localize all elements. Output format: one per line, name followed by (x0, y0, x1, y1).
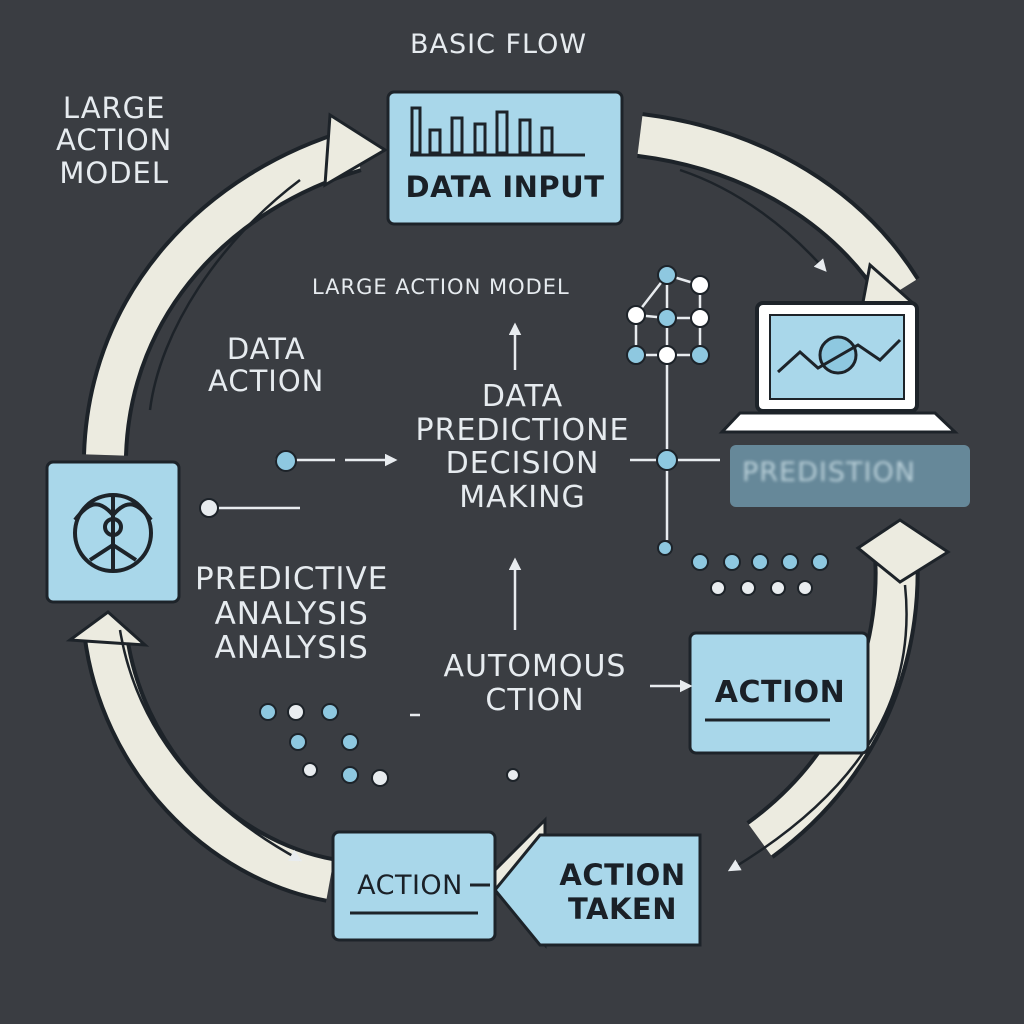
core-line-3: DECISION (445, 446, 600, 482)
arrowhead-to-action-right (855, 518, 951, 584)
action-taken-line-2: TAKEN (567, 892, 678, 927)
data-action-line-2: ACTION (208, 364, 325, 399)
automous-label: AUTOMOUS CTION (420, 650, 650, 717)
predictive-line-3: ANALYSIS (214, 630, 369, 667)
predictive-line-2: ANALYSIS (214, 595, 369, 632)
action-taken-node (493, 833, 702, 947)
action-taken-line-1: ACTION (559, 858, 686, 892)
prediction-panel (730, 445, 970, 507)
data-input-label: DATA INPUT (405, 170, 605, 204)
action-right-node (688, 631, 870, 755)
diagram-title: BASIC FLOW (410, 29, 588, 60)
network-graph-icon (626, 265, 710, 540)
arrowhead-to-data-input (323, 112, 388, 188)
automous-line-1: AUTOMOUS (443, 649, 627, 684)
corner-label-line-3: MODEL (59, 155, 170, 190)
arrowhead-to-left-icon (65, 610, 150, 647)
data-action-line-1: DATA (226, 332, 306, 366)
laptop-icon (718, 301, 959, 434)
action-bottom-label: ACTION (357, 870, 463, 901)
core-line-1: DATA (481, 379, 564, 414)
core-label: DATA PREDICTIONE DECISION MAKING (405, 380, 640, 514)
left-icon-node (45, 460, 181, 604)
core-line-4: MAKING (459, 479, 586, 515)
action-right-label: ACTION (714, 675, 846, 710)
data-action-label: DATA ACTION (208, 333, 324, 398)
bar-chart-icon (410, 106, 585, 157)
corner-label: LARGE ACTION MODEL (56, 91, 173, 190)
data-input-node (386, 90, 624, 226)
core-line-2: PREDICTIONE (415, 412, 630, 448)
predictive-line-1: PREDICTIVE (195, 561, 389, 597)
decorative-nodes (199, 449, 829, 787)
model-label: LARGE ACTION MODEL (312, 275, 570, 299)
corner-label-line-1: LARGE (62, 91, 166, 125)
thin-arrows (118, 168, 908, 872)
automous-line-2: CTION (485, 682, 585, 718)
corner-label-line-2: ACTION (56, 123, 173, 158)
brain-circuit-icon (73, 493, 153, 573)
predictive-label: PREDICTIVE ANALYSIS ANALYSIS (195, 562, 388, 666)
prediction-blur-label: PREDISTION (742, 457, 916, 488)
action-taken-label: ACTION TAKEN (545, 858, 700, 926)
